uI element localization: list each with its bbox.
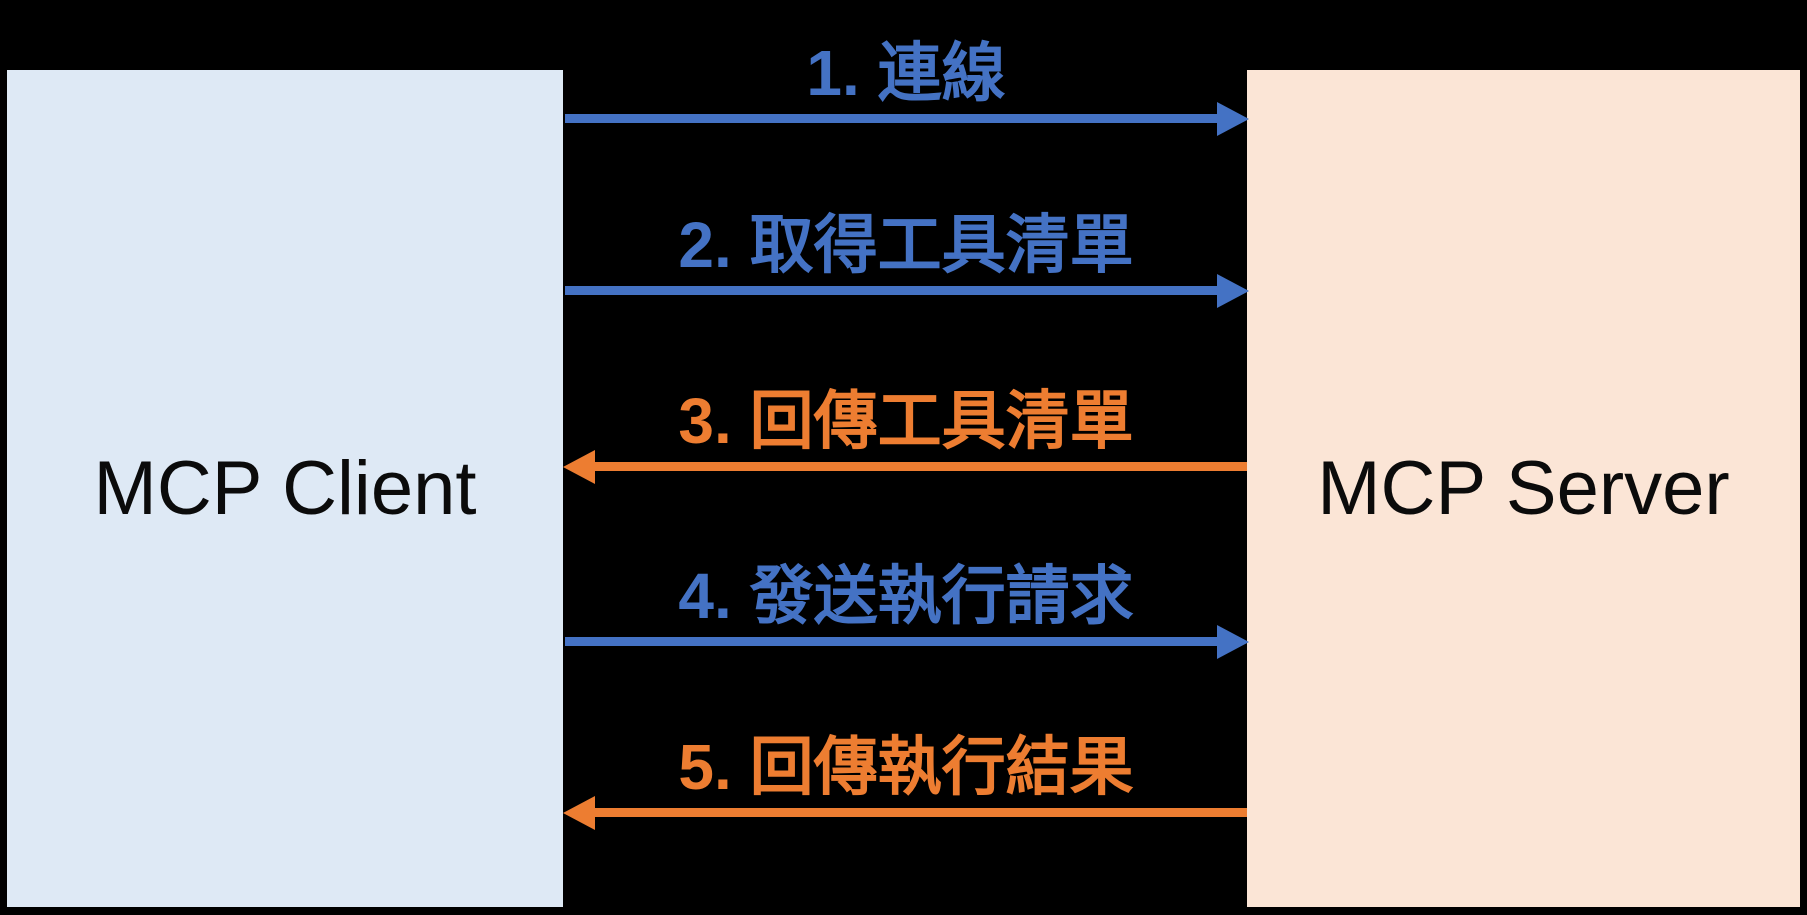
arrow-line-3 [589, 462, 1247, 471]
message-label-1: 1. 連線 [806, 36, 1006, 109]
arrowhead-right-icon [1217, 273, 1249, 308]
mcp-server-label: MCP Server [1317, 446, 1730, 531]
message-arrow-4-call-tool: 4. 發送執行請求 [565, 562, 1249, 659]
arrowhead-left-icon [563, 795, 595, 830]
mcp-client-box: MCP Client [7, 70, 563, 907]
arrowhead-right-icon [1217, 624, 1249, 659]
mcp-client-label: MCP Client [93, 446, 477, 531]
mcp-server-box: MCP Server [1247, 70, 1800, 907]
message-label-4: 4. 發送執行請求 [678, 559, 1134, 632]
message-label-3: 3. 回傳工具清單 [678, 384, 1134, 457]
arrowhead-left-icon [563, 449, 595, 484]
message-label-5: 5. 回傳執行結果 [678, 730, 1134, 803]
message-arrow-5-return-result: 5. 回傳執行結果 [563, 733, 1247, 830]
arrow-line-2 [565, 286, 1223, 295]
arrowhead-right-icon [1217, 101, 1249, 136]
message-arrow-3-return-tools: 3. 回傳工具清單 [563, 387, 1247, 484]
message-arrow-1-connect: 1. 連線 [565, 39, 1249, 136]
message-label-2: 2. 取得工具清單 [678, 208, 1134, 281]
arrow-line-4 [565, 637, 1223, 646]
arrow-line-1 [565, 114, 1223, 123]
message-arrow-2-list-tools: 2. 取得工具清單 [565, 211, 1249, 308]
arrow-line-5 [589, 808, 1247, 817]
